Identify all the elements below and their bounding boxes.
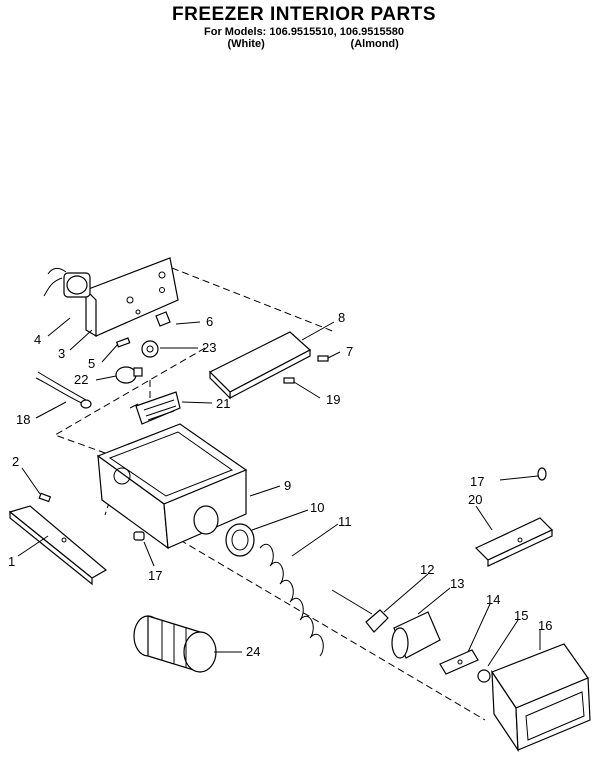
callout-7: 7 — [346, 344, 353, 359]
part-ice-chute — [491, 643, 591, 753]
part-auger-spring — [259, 543, 373, 657]
callout-16: 16 — [538, 618, 552, 633]
part-clip-17-upper — [537, 467, 547, 481]
callout-6: 6 — [206, 314, 213, 329]
variant-almond: (Almond) — [350, 38, 399, 50]
part-light-bulb — [115, 366, 143, 384]
callout-9: 9 — [284, 478, 291, 493]
part-bearing — [225, 523, 255, 557]
color-variants: (White) (Almond) — [0, 38, 608, 50]
callout-19: 19 — [326, 392, 340, 407]
part-screw-19 — [283, 377, 295, 384]
part-screw — [115, 337, 131, 348]
part-wire-harness — [35, 371, 92, 409]
callout-22: 22 — [74, 372, 88, 387]
part-clip-17-lower — [133, 531, 145, 541]
callout-21: 21 — [216, 396, 230, 411]
callout-4: 4 — [34, 332, 41, 347]
part-lamp-socket — [141, 340, 159, 358]
callout-20: 20 — [468, 492, 482, 507]
part-cover — [208, 331, 312, 400]
models-line: For Models: 106.9515510, 106.9515580 — [204, 26, 404, 38]
callout-24: 24 — [246, 644, 260, 659]
callout-2: 2 — [12, 454, 19, 469]
callout-23: 23 — [202, 340, 216, 355]
leader-lines — [17, 317, 541, 667]
part-clip — [155, 311, 171, 327]
callout-5: 5 — [88, 356, 95, 371]
part-motor — [43, 267, 91, 298]
callout-17-lower: 17 — [148, 568, 162, 583]
callout-12: 12 — [420, 562, 434, 577]
callout-numbers: 4 3 6 5 23 22 18 21 8 7 19 2 9 10 11 1 1… — [8, 310, 552, 659]
part-motor-mounting-plate — [85, 257, 179, 338]
callout-10: 10 — [310, 500, 324, 515]
page-title: FREEZER INTERIOR PARTS — [172, 4, 436, 25]
callout-3: 3 — [58, 346, 65, 361]
part-crusher-housing — [391, 611, 441, 659]
callout-17-upper: 17 — [470, 474, 484, 489]
part-screw-2 — [38, 492, 52, 503]
callout-14: 14 — [486, 592, 500, 607]
part-light-shield — [129, 391, 181, 425]
part-auger — [133, 615, 217, 673]
callout-1: 1 — [8, 554, 15, 569]
part-screw-7 — [317, 355, 329, 362]
part-support-bracket — [474, 517, 554, 567]
callout-15: 15 — [514, 608, 528, 623]
part-ice-bin-housing — [96, 423, 248, 550]
part-impeller — [365, 609, 389, 633]
part-bracket — [8, 505, 108, 586]
part-nut — [477, 669, 491, 683]
diagram-header: FREEZER INTERIOR PARTS For Models: 106.9… — [0, 4, 608, 50]
callout-8: 8 — [338, 310, 345, 325]
callout-13: 13 — [450, 576, 464, 591]
part-retainer — [439, 649, 479, 675]
variant-white: (White) — [227, 38, 265, 50]
callout-18: 18 — [16, 412, 30, 427]
callout-11: 11 — [338, 514, 352, 529]
